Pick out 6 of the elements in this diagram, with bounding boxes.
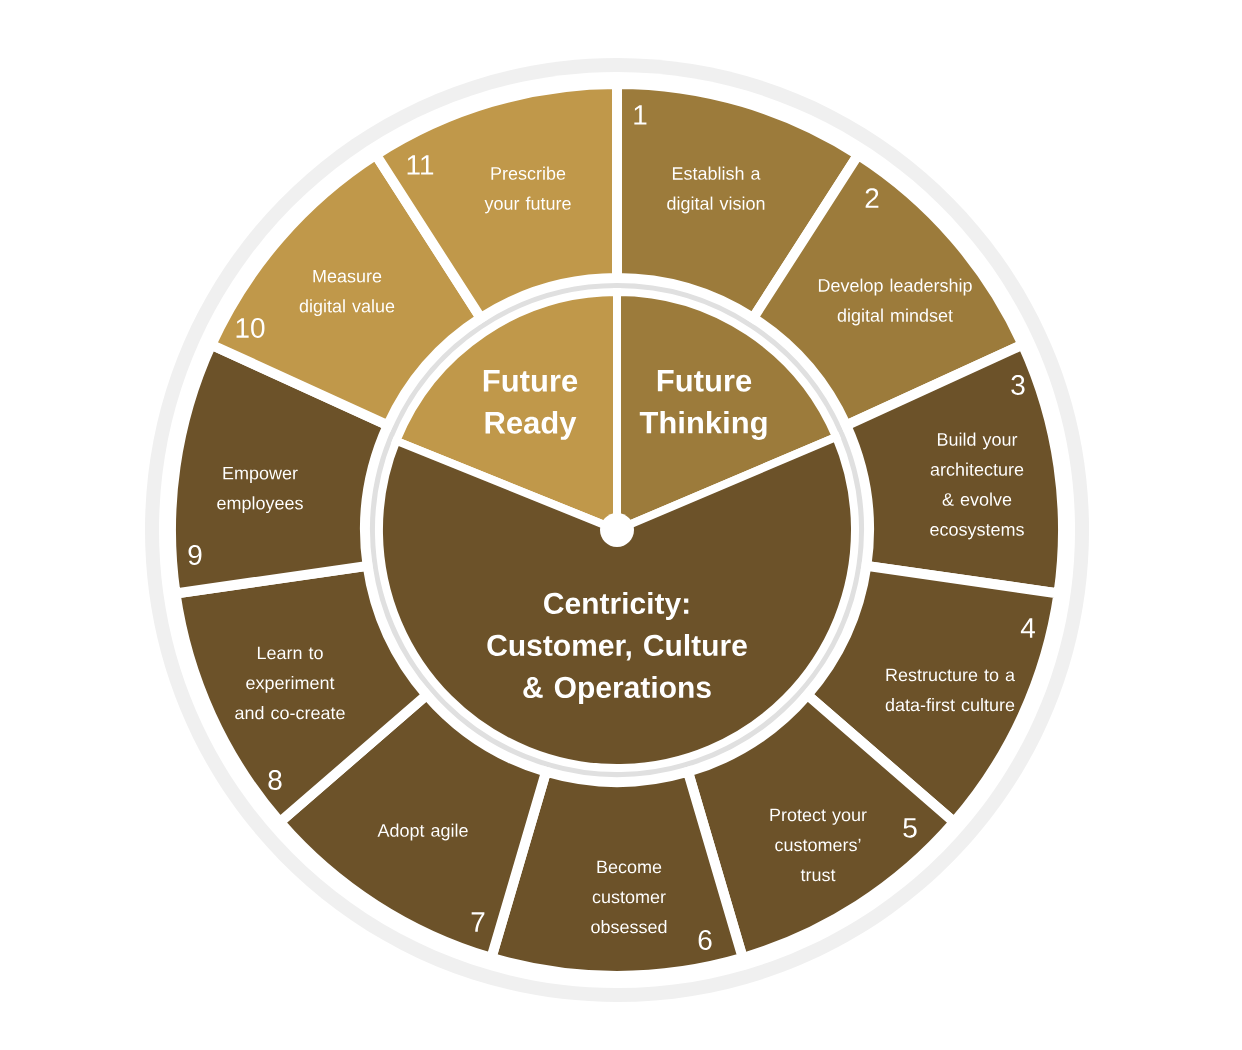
node-label: Adopt agile — [377, 823, 468, 841]
node-label: 7 — [471, 912, 485, 932]
node-label: Become customer obsessed — [591, 860, 667, 934]
node-label: 5 — [903, 818, 917, 838]
node-label: 6 — [698, 930, 712, 950]
node-label: Protect your customers’ trust — [770, 808, 867, 882]
